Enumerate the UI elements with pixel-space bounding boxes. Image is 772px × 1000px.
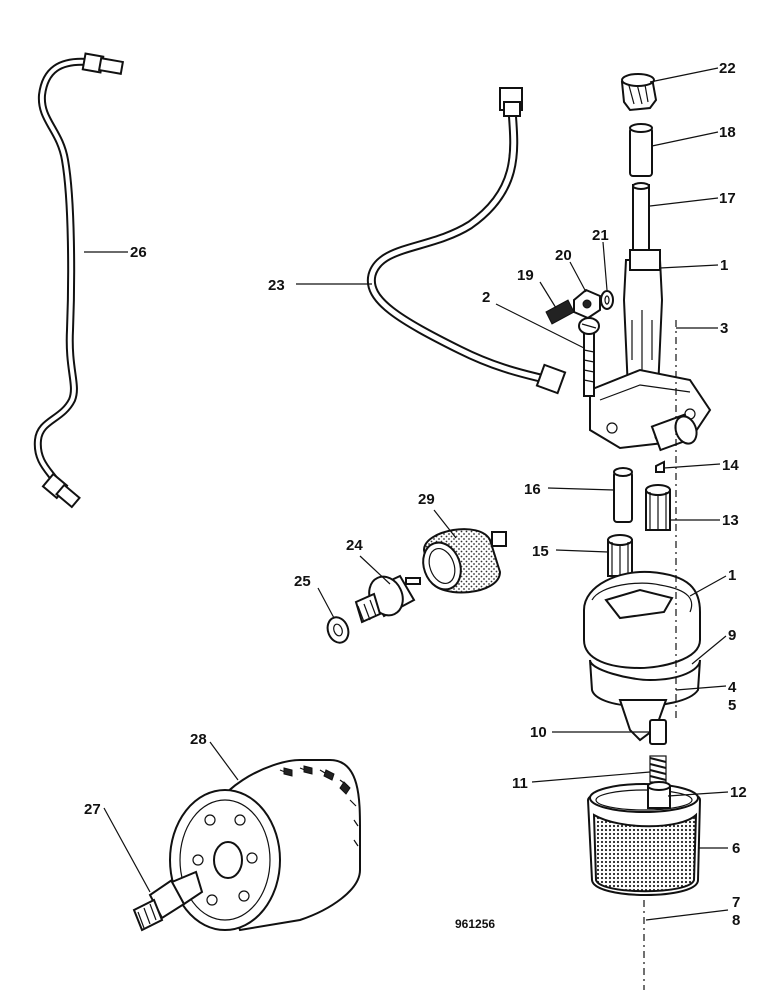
nut-12 [647, 781, 671, 809]
gear-22 [620, 73, 658, 112]
callout-6: 6 [732, 840, 740, 857]
sender-24 [354, 574, 421, 624]
callout-9: 9 [728, 627, 736, 644]
sleeve-18 [629, 123, 653, 177]
callout-12: 12 [730, 784, 747, 801]
nut-20 [573, 288, 601, 320]
set-screw-19 [545, 299, 575, 325]
sleeve-29 [422, 528, 507, 594]
callout-13: 13 [722, 512, 739, 529]
washer-25 [326, 616, 350, 644]
pin-16 [613, 467, 633, 523]
pipe-23 [366, 87, 567, 395]
callout-24: 24 [346, 537, 363, 554]
leader-lines [84, 67, 729, 921]
pump-body-upper [589, 182, 712, 452]
washer-21 [600, 290, 614, 310]
callout-20: 20 [555, 247, 572, 264]
callout-23: 23 [268, 277, 285, 294]
callout-29: 29 [418, 491, 435, 508]
pipe-26 [33, 52, 125, 509]
oil-filter-28 [169, 759, 361, 932]
callout-19: 19 [517, 267, 534, 284]
callout-10: 10 [530, 724, 547, 741]
callout-14: 14 [722, 457, 739, 474]
pin-10 [649, 719, 667, 745]
key-14 [655, 460, 665, 473]
gear-15 [607, 534, 633, 577]
callout-17: 17 [719, 190, 736, 207]
spring-11 [649, 755, 667, 783]
callout-7: 7 [732, 894, 740, 911]
callout-4: 4 [728, 679, 737, 696]
callout-22: 22 [719, 60, 736, 77]
drawing-number: 961256 [455, 917, 495, 931]
callout-11: 11 [512, 775, 528, 792]
callout-18: 18 [719, 124, 736, 141]
callout-3: 3 [720, 320, 728, 337]
callout-5: 5 [728, 697, 736, 714]
adaptor-27 [132, 870, 204, 932]
callout-15: 15 [532, 543, 549, 560]
callout-8: 8 [732, 912, 740, 929]
bolt-2 [578, 317, 600, 397]
callout-1-lower: 1 [728, 567, 736, 584]
callout-21: 21 [592, 227, 609, 244]
callout-26: 26 [130, 244, 147, 261]
gear-13 [645, 484, 671, 531]
callout-28: 28 [190, 731, 207, 748]
callout-2: 2 [482, 289, 490, 306]
strainer-6 [586, 783, 702, 896]
callout-16: 16 [524, 481, 541, 498]
callout-25: 25 [294, 573, 311, 590]
callout-27: 27 [84, 801, 101, 818]
pump-body-lower [583, 570, 701, 742]
callout-1-upper: 1 [720, 257, 728, 274]
